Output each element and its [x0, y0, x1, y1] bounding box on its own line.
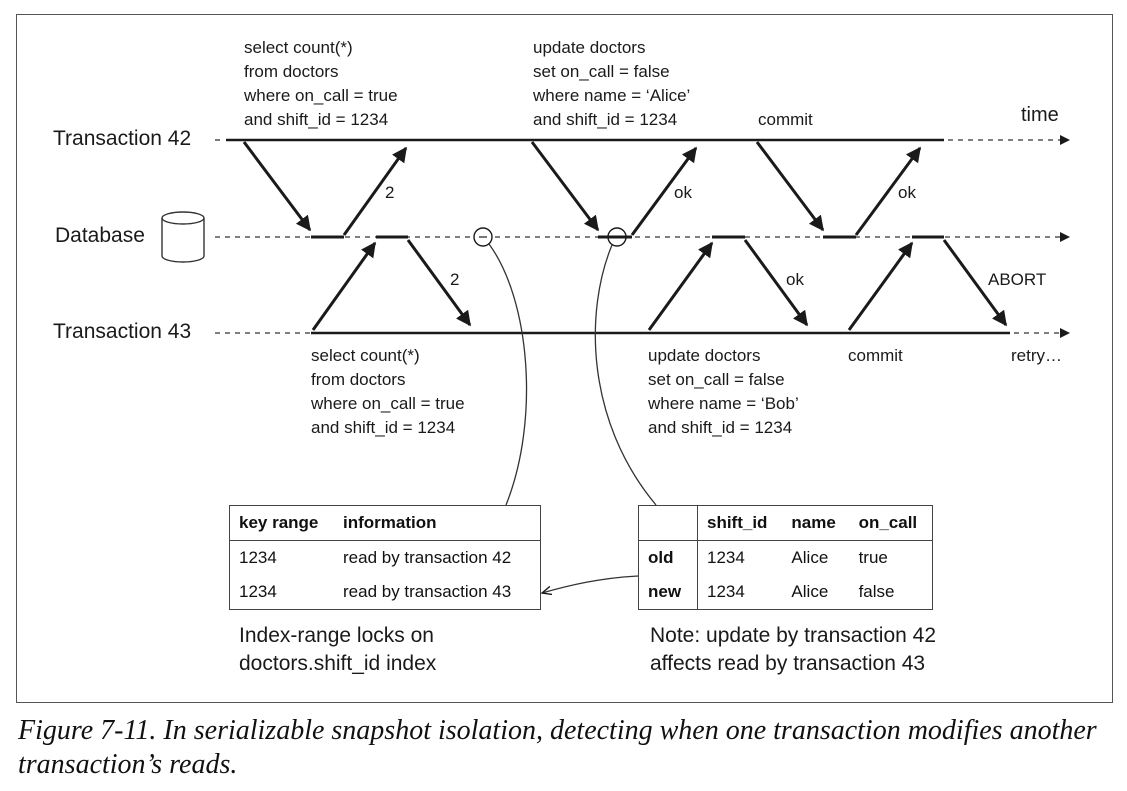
table-header-row: shift_id name on_call [638, 505, 933, 541]
row-versions-table: shift_id name on_call old 1234 Alice tru… [638, 505, 933, 610]
t43-update-result: ok [786, 270, 804, 289]
query-line: where on_call = true [244, 86, 398, 105]
query-line: where name = ‘Bob’ [648, 394, 799, 413]
table-cell: true [858, 548, 888, 567]
t42-commit-label: commit [758, 110, 813, 129]
table-cell: read by transaction 43 [343, 582, 512, 601]
update-affects-read-arrow [542, 575, 639, 593]
row-connector-curve [594, 244, 657, 506]
t43-commit-label: commit [848, 346, 903, 365]
query-line: where on_call = true [311, 394, 465, 413]
table-cell: false [858, 582, 895, 601]
table-cell: Alice [791, 582, 829, 601]
column-header: shift_id [697, 505, 783, 541]
t43-round-trips [311, 235, 1008, 331]
row-version-label: new [638, 575, 698, 610]
query-line: from doctors [244, 62, 339, 81]
figure-caption: Figure 7-11. In serializable snapshot is… [18, 715, 1097, 780]
t42-select-result: 2 [385, 183, 395, 202]
table-header-row: key range information [229, 505, 541, 541]
index-connector-curve [488, 243, 528, 506]
row-version-label: old [638, 540, 698, 575]
t43-lane-label: Transaction 43 [53, 320, 192, 343]
table-row: old 1234 Alice true [638, 540, 933, 575]
table-row: new 1234 Alice false [638, 575, 933, 610]
database-icon [161, 211, 205, 263]
index-range-lock-table: key range information 1234 read by trans… [229, 505, 541, 610]
column-header: information [334, 505, 541, 541]
column-header: name [782, 505, 850, 541]
database-lane-label: Database [55, 224, 145, 247]
query-line: and shift_id = 1234 [533, 110, 678, 129]
database-timeline [215, 232, 1070, 242]
query-line: from doctors [311, 370, 406, 389]
query-line: and shift_id = 1234 [311, 418, 456, 437]
column-header: on_call [849, 505, 933, 541]
index-table-note-line: Index-range locks on [239, 624, 434, 647]
t42-commit-result: ok [898, 183, 916, 202]
t42-round-trips [242, 141, 922, 239]
t43-abort-label: ABORT [988, 270, 1047, 289]
column-header [638, 505, 698, 541]
table-cell: 1234 [707, 548, 745, 567]
table-row: 1234 read by transaction 43 [230, 575, 541, 610]
t42-timeline [215, 135, 1070, 145]
t42-lane-label: Transaction 42 [53, 127, 192, 150]
t43-retry-label: retry… [1011, 346, 1062, 365]
query-line: select count(*) [244, 38, 353, 57]
query-line: set on_call = false [648, 370, 785, 389]
query-line: update doctors [648, 346, 761, 365]
table-cell: 1234 [707, 582, 745, 601]
table-cell: 1234 [239, 548, 277, 567]
query-line: and shift_id = 1234 [648, 418, 793, 437]
t43-timeline [215, 328, 1070, 338]
t42-update-result: ok [674, 183, 692, 202]
rows-table-note-line: affects read by transaction 43 [650, 652, 926, 675]
time-label: time [1021, 104, 1059, 126]
figure-frame [16, 14, 1113, 703]
table-row: 1234 read by transaction 42 [230, 541, 541, 576]
query-line: and shift_id = 1234 [244, 110, 389, 129]
table-cell: 1234 [239, 582, 277, 601]
query-line: select count(*) [311, 346, 420, 365]
column-header: key range [229, 505, 334, 541]
table-cell: Alice [791, 548, 829, 567]
query-line: set on_call = false [533, 62, 670, 81]
rows-table-note-line: Note: update by transaction 42 [650, 624, 937, 647]
query-line: where name = ‘Alice’ [533, 86, 691, 105]
query-line: update doctors [533, 38, 646, 57]
table-cell: read by transaction 42 [343, 548, 512, 567]
t43-select-result: 2 [450, 270, 460, 289]
index-table-note-line: doctors.shift_id index [239, 652, 437, 675]
row-version-marker [607, 227, 627, 247]
